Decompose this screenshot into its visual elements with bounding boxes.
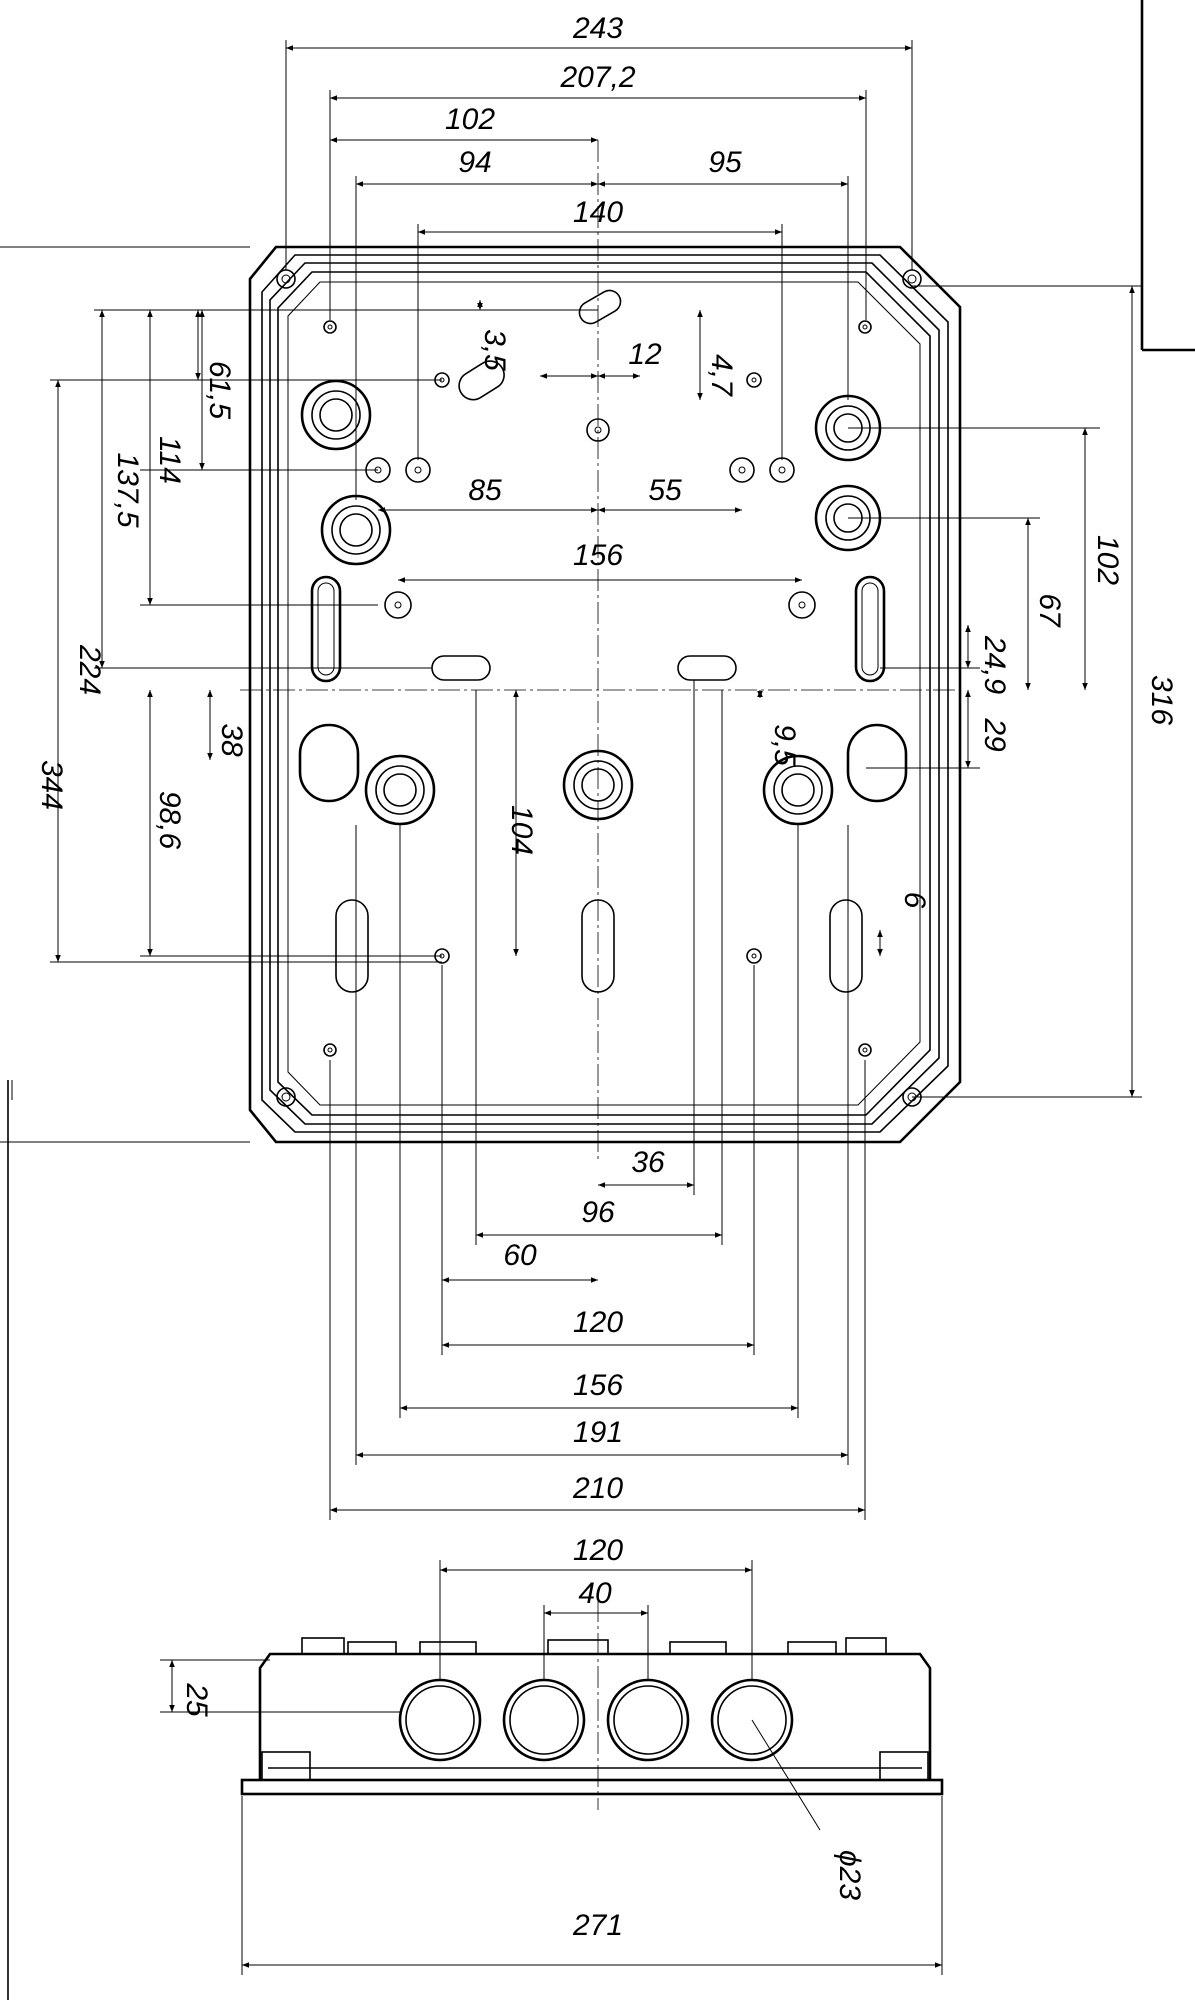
top-view: [240, 140, 962, 1160]
dim-9-5: 9,5: [768, 724, 801, 766]
dim-12: 12: [628, 338, 662, 371]
side-view: [240, 1600, 944, 1810]
dim-4-7: 4,7: [705, 354, 738, 397]
dim-40: 40: [578, 1577, 612, 1610]
dim-140: 140: [573, 196, 623, 229]
dim-29: 29: [978, 717, 1011, 752]
dim-85: 85: [468, 474, 502, 507]
dim-120-side: 120: [573, 1534, 623, 1567]
dim-61-5: 61,5: [203, 361, 236, 420]
dim-25: 25: [180, 1682, 213, 1717]
dim-95: 95: [708, 146, 742, 179]
extension-line: [751, 1719, 821, 1831]
dim-137-5: 137,5: [111, 452, 144, 527]
mounting-holes: [323, 320, 872, 1057]
dim-104: 104: [505, 805, 538, 855]
dim-36: 36: [631, 1146, 665, 1179]
dim-phi-23: ϕ23: [833, 1850, 866, 1900]
dim-243: 243: [572, 12, 623, 45]
dim-114: 114: [153, 436, 186, 484]
dim-120-bottom: 120: [573, 1306, 623, 1339]
dim-60: 60: [503, 1239, 537, 1272]
dimension-lines: [0, 40, 1142, 1975]
dim-156-top: 156: [573, 539, 623, 572]
frame-lines: [7, 0, 1195, 2000]
dim-210: 210: [572, 1472, 623, 1505]
dim-3-5: 3,5: [478, 329, 511, 371]
dim-102-top: 102: [445, 103, 495, 136]
dim-96: 96: [581, 1196, 615, 1229]
cable-glands: [300, 379, 882, 826]
dim-24-9: 24,9: [978, 635, 1011, 695]
dim-6: 6: [898, 892, 931, 909]
dim-191: 191: [573, 1416, 623, 1449]
dim-344: 344: [35, 760, 68, 810]
dim-316: 316: [1145, 675, 1178, 725]
dimension-labels: 243 207,2 102 94 95 140 12 85 55 156 344…: [35, 12, 1178, 1942]
dim-156-bottom: 156: [573, 1369, 623, 1402]
dim-67: 67: [1033, 593, 1066, 628]
dim-38: 38: [215, 723, 248, 757]
dim-224: 224: [73, 644, 106, 695]
enclosure-outline: [248, 245, 962, 1144]
dim-94: 94: [458, 146, 491, 179]
dim-55: 55: [648, 474, 682, 507]
side-view-holes: [398, 1678, 794, 1762]
side-view-base: [240, 1778, 944, 1796]
corner-holes: [276, 269, 922, 1107]
slots: [298, 289, 908, 993]
dim-271: 271: [572, 1909, 623, 1942]
dim-207-2: 207,2: [559, 61, 635, 94]
centerlines: [240, 140, 960, 1160]
dim-102-right: 102: [1091, 535, 1124, 585]
dim-98-6: 98,6: [153, 791, 186, 850]
